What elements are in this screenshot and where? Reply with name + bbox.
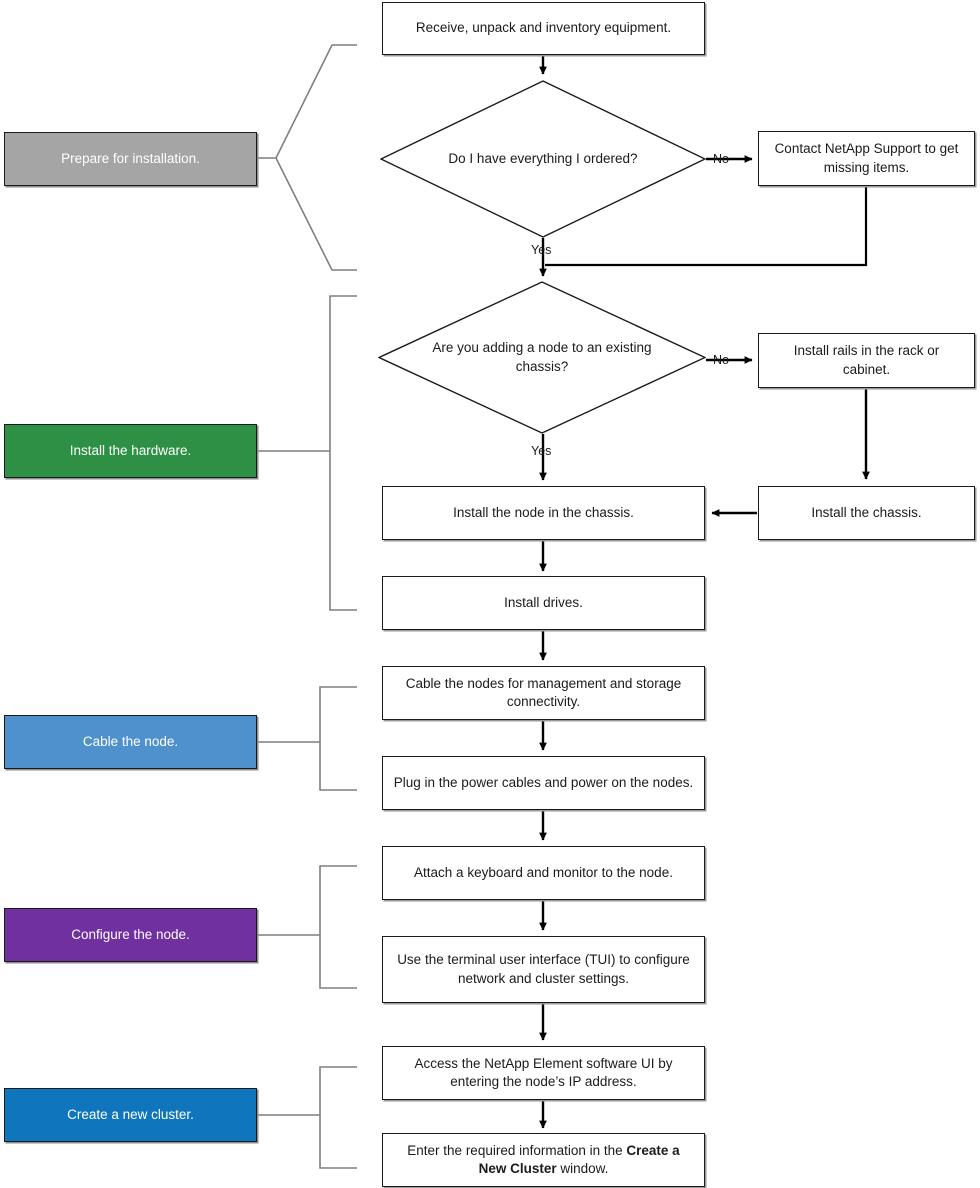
edge-label-yes-2: Yes [531, 444, 552, 458]
step-use-terminal-user-interface[interactable]: Use the terminal user interface (TUI) to… [382, 936, 705, 1003]
bracket-prepare [275, 44, 357, 271]
decision-label: Do I have everything I ordered? [448, 150, 638, 166]
edge-label-no-1: No [713, 152, 729, 166]
step-label: Attach a keyboard and monitor to the nod… [414, 864, 673, 880]
stage-label: Install the hardware. [69, 443, 192, 459]
step-label: Access the NetApp Element software UI by… [414, 1055, 673, 1089]
step-contact-netapp-support[interactable]: Contact NetApp Support to get missing it… [758, 131, 975, 186]
step-label: Use the terminal user interface (TUI) to… [397, 952, 690, 986]
edge-label-yes-1: Yes [531, 243, 552, 257]
step-label-pre: Enter the required information in the [407, 1142, 627, 1158]
step-label: Enter the required information in the Cr… [393, 1142, 694, 1178]
step-label: Contact NetApp Support to get missing it… [774, 141, 959, 175]
decision-label: Are you adding a node to an existing cha… [432, 340, 652, 374]
step-label: Install the node in the chassis. [453, 504, 634, 520]
step-plug-in-power-cables[interactable]: Plug in the power cables and power on th… [382, 756, 705, 810]
step-install-drives[interactable]: Install drives. [382, 576, 705, 630]
step-install-the-chassis[interactable]: Install the chassis. [758, 486, 975, 540]
step-enter-required-information[interactable]: Enter the required information in the Cr… [382, 1133, 705, 1187]
step-label: Plug in the power cables and power on th… [393, 774, 694, 790]
decision-adding-node-to-chassis[interactable]: Are you adding a node to an existing cha… [378, 281, 706, 434]
stage-cable-the-node[interactable]: Cable the node. [4, 715, 257, 769]
stage-install-the-hardware[interactable]: Install the hardware. [4, 424, 257, 478]
step-label: Receive, unpack and inventory equipment. [415, 20, 672, 36]
decision-do-i-have-everything[interactable]: Do I have everything I ordered? [380, 80, 706, 238]
step-label: Install drives. [504, 594, 583, 610]
step-label-post: window. [556, 1161, 609, 1176]
decision-shape [380, 80, 706, 238]
edge-label-no-2: No [713, 353, 729, 367]
bracket-cluster [319, 1066, 357, 1169]
stage-label: Configure the node. [71, 927, 190, 943]
step-access-element-software-ui[interactable]: Access the NetApp Element software UI by… [382, 1046, 705, 1100]
step-attach-keyboard-and-monitor[interactable]: Attach a keyboard and monitor to the nod… [382, 846, 705, 900]
step-install-rails[interactable]: Install rails in the rack or cabinet. [758, 333, 975, 388]
step-label: Install the chassis. [811, 504, 922, 520]
stage-prepare-for-installation[interactable]: Prepare for installation. [4, 132, 257, 186]
bracket-configure [319, 865, 357, 989]
stage-label: Create a new cluster. [67, 1107, 194, 1123]
step-label: Install rails in the rack or cabinet. [793, 343, 940, 377]
stage-label: Cable the node. [82, 734, 179, 750]
step-receive-unpack-inventory[interactable]: Receive, unpack and inventory equipment. [382, 2, 705, 55]
stage-create-a-new-cluster[interactable]: Create a new cluster. [4, 1088, 257, 1142]
step-install-node-in-chassis[interactable]: Install the node in the chassis. [382, 486, 705, 540]
bracket-cable [319, 686, 357, 791]
decision-shape [378, 281, 706, 434]
step-label: Cable the nodes for management and stora… [405, 675, 682, 709]
stage-label: Prepare for installation. [61, 151, 200, 167]
stage-configure-the-node[interactable]: Configure the node. [4, 908, 257, 962]
bracket-install [329, 295, 357, 611]
step-cable-the-nodes[interactable]: Cable the nodes for management and stora… [382, 666, 705, 720]
step-label-bold: Create a New Cluster [478, 1142, 680, 1176]
